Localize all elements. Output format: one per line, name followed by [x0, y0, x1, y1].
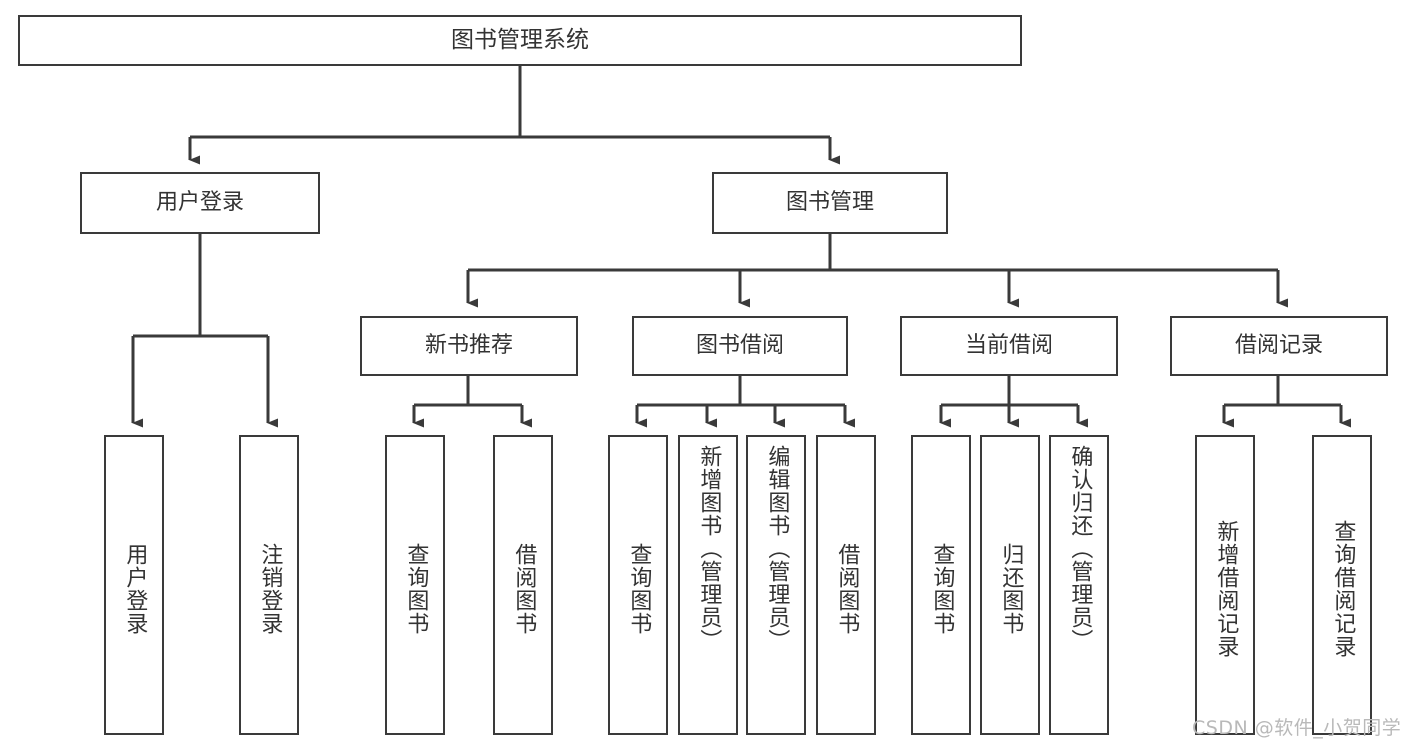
leaf-add-book-admin[interactable]: 新增图书（管理员）	[678, 435, 738, 735]
node-label: 借阅记录	[1234, 332, 1323, 358]
leaf-query-book-current[interactable]: 查询图书	[911, 435, 971, 735]
node-label: 查询图书	[403, 543, 429, 635]
node-label: 图书管理	[785, 189, 874, 215]
leaf-edit-book-admin[interactable]: 编辑图书（管理员）	[746, 435, 806, 735]
node-label: 编辑图书（管理员）	[764, 445, 790, 652]
node-label: 用户登录	[155, 189, 244, 215]
leaf-query-book-borrow[interactable]: 查询图书	[608, 435, 668, 735]
node-label: 用户登录	[122, 543, 148, 635]
leaf-logout-login[interactable]: 注销登录	[239, 435, 299, 735]
node-label: 当前借阅	[964, 332, 1053, 358]
node-label: 图书管理系统	[451, 26, 589, 53]
node-label: 新书推荐	[424, 332, 513, 358]
node-label: 新增借阅记录	[1213, 520, 1239, 658]
leaf-borrow-book[interactable]: 借阅图书	[816, 435, 876, 735]
node-label: 查询借阅记录	[1330, 520, 1356, 658]
node-new-book-recommend[interactable]: 新书推荐	[360, 316, 578, 376]
leaf-query-book-recommend[interactable]: 查询图书	[385, 435, 445, 735]
node-label: 新增图书（管理员）	[696, 445, 722, 652]
node-label: 借阅图书	[511, 543, 537, 635]
node-user-login[interactable]: 用户登录	[80, 172, 320, 234]
node-label: 确认归还（管理员）	[1067, 445, 1093, 652]
node-borrow-record[interactable]: 借阅记录	[1170, 316, 1388, 376]
node-label: 查询图书	[929, 543, 955, 635]
node-label: 查询图书	[626, 543, 652, 635]
leaf-add-borrow-record[interactable]: 新增借阅记录	[1195, 435, 1255, 735]
leaf-query-borrow-record[interactable]: 查询借阅记录	[1312, 435, 1372, 735]
node-current-borrow[interactable]: 当前借阅	[900, 316, 1118, 376]
node-book-borrow[interactable]: 图书借阅	[632, 316, 848, 376]
node-label: 借阅图书	[834, 543, 860, 635]
leaf-user-login[interactable]: 用户登录	[104, 435, 164, 735]
leaf-confirm-return-admin[interactable]: 确认归还（管理员）	[1049, 435, 1109, 735]
node-root-system[interactable]: 图书管理系统	[18, 15, 1022, 66]
node-label: 注销登录	[257, 543, 283, 635]
leaf-return-book[interactable]: 归还图书	[980, 435, 1040, 735]
node-book-management[interactable]: 图书管理	[712, 172, 948, 234]
node-label: 归还图书	[998, 543, 1024, 635]
watermark-text: CSDN @软件_小贺同学	[1192, 717, 1402, 739]
node-label: 图书借阅	[695, 332, 784, 358]
leaf-borrow-book-recommend[interactable]: 借阅图书	[493, 435, 553, 735]
